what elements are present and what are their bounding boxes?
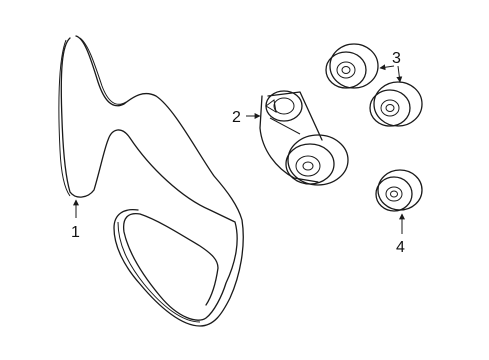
idler-pulley-lower <box>369 81 423 127</box>
callout-1: 1 <box>71 224 80 241</box>
leader-line-3a <box>379 64 395 71</box>
belt-tensioner <box>259 90 349 186</box>
idler-pulley-upper <box>325 43 379 89</box>
callout-2: 2 <box>232 109 241 126</box>
callout-4: 4 <box>396 239 405 256</box>
callout-3: 3 <box>392 50 401 67</box>
drive-belt <box>58 35 244 327</box>
idler-pulley-single <box>375 169 423 212</box>
leader-line-3b <box>396 65 403 83</box>
